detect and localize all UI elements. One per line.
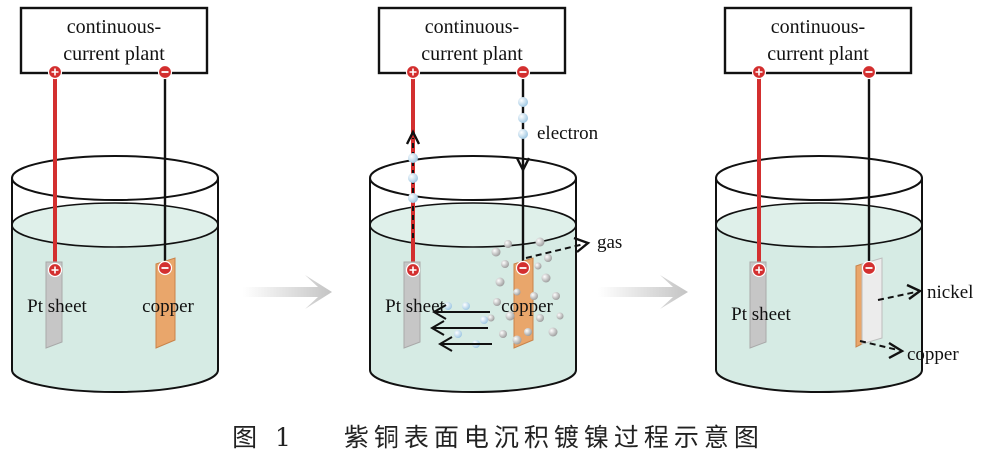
positive-terminal-icon bbox=[47, 64, 63, 80]
pt-sheet-label: Pt sheet bbox=[385, 296, 445, 317]
figure-caption: 图 1 紫铜表面电沉积镀镍过程示意图 bbox=[0, 418, 996, 454]
process-arrow-icon bbox=[243, 275, 332, 309]
copper-sheet bbox=[155, 257, 176, 349]
ion-flow-arrows-icon bbox=[430, 302, 492, 352]
electron-flow-down-arrow-icon bbox=[515, 140, 531, 173]
figure-title: 紫铜表面电沉积镀镍过程示意图 bbox=[343, 423, 764, 452]
gas-bubbles bbox=[487, 237, 564, 345]
pt-sheet-label: Pt sheet bbox=[27, 296, 87, 317]
plant-label-line1: continuous- bbox=[425, 16, 519, 38]
positive-electrode-icon bbox=[405, 262, 421, 278]
negative-terminal-icon bbox=[515, 64, 531, 80]
negative-terminal-icon bbox=[157, 64, 173, 80]
copper-label: copper bbox=[142, 296, 194, 317]
pt-sheet-label: Pt sheet bbox=[731, 304, 791, 325]
gas-label: gas bbox=[597, 232, 622, 253]
electron-particles bbox=[408, 97, 528, 203]
copper-label: copper bbox=[501, 296, 553, 317]
positive-terminal-icon bbox=[751, 64, 767, 80]
negative-electrode-icon bbox=[861, 260, 877, 276]
plant-label-line1: continuous- bbox=[771, 16, 865, 38]
plant-label-line2: current plant bbox=[767, 43, 869, 65]
nickel-pointer-arrow-icon bbox=[877, 283, 923, 301]
copper-sheet bbox=[513, 257, 534, 349]
negative-electrode-icon bbox=[515, 260, 531, 276]
nickel-label: nickel bbox=[927, 282, 973, 303]
nickel-layer bbox=[861, 257, 883, 345]
beaker bbox=[11, 155, 219, 393]
plant-label-line2: current plant bbox=[421, 43, 523, 65]
copper-label: copper bbox=[907, 344, 959, 365]
copper-substrate bbox=[855, 263, 863, 348]
pt-sheet bbox=[749, 261, 767, 349]
panel-2: continuous- current plant electron bbox=[369, 6, 622, 393]
pt-sheet bbox=[45, 261, 63, 349]
power-supply-box bbox=[723, 6, 913, 75]
figure-number: 图 1 bbox=[232, 423, 296, 452]
process-arrow-icon bbox=[598, 275, 688, 309]
plant-label-line2: current plant bbox=[63, 43, 165, 65]
panel-1: continuous- current plant Pt sheet coppe… bbox=[11, 6, 219, 393]
plant-label-line1: continuous- bbox=[67, 16, 161, 38]
positive-electrode-icon bbox=[751, 262, 767, 278]
positive-terminal-icon bbox=[405, 64, 421, 80]
pt-sheet bbox=[403, 261, 421, 349]
panel-3: continuous- current plant Pt sheet ni bbox=[715, 6, 973, 393]
positive-electrode-icon bbox=[47, 262, 63, 278]
gas-arrow-icon bbox=[525, 236, 591, 259]
negative-terminal-icon bbox=[861, 64, 877, 80]
electron-label: electron bbox=[537, 123, 599, 144]
negative-electrode-icon bbox=[157, 260, 173, 276]
copper-pointer-arrow-icon bbox=[859, 340, 905, 360]
power-supply-box bbox=[19, 6, 209, 75]
power-supply-box bbox=[377, 6, 567, 75]
